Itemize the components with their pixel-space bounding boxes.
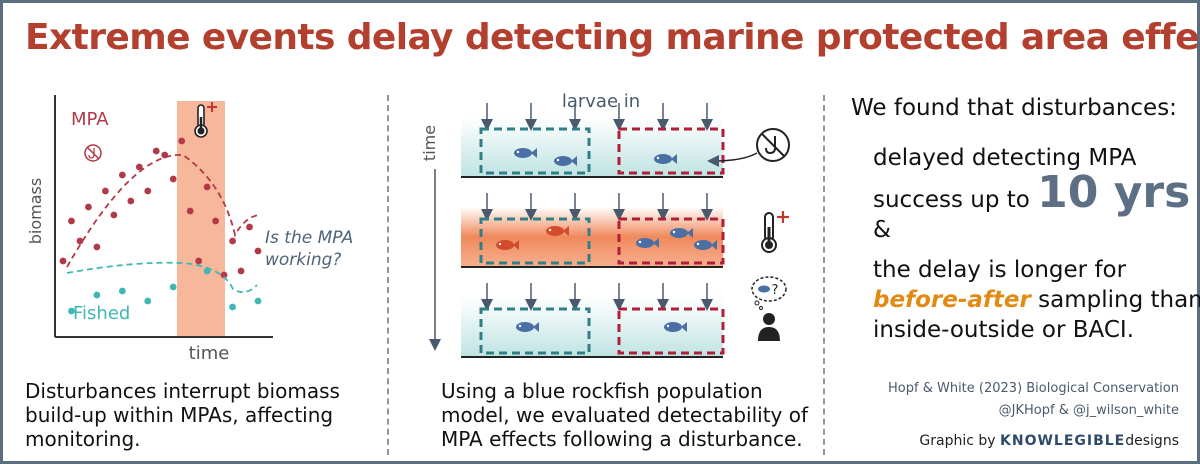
fish-icon — [670, 228, 693, 238]
fished-point — [254, 297, 262, 305]
fish-icon — [694, 240, 717, 250]
mpa-zone-box — [617, 127, 725, 175]
fished-point — [68, 307, 75, 315]
mpa-point — [186, 207, 194, 215]
mpa-point — [76, 237, 84, 245]
fished-point — [229, 303, 236, 311]
divider-2 — [823, 95, 825, 455]
caption-panel-2: Using a blue rockfish population model, … — [441, 379, 811, 451]
finding-2-line-1: the delay is longer for — [873, 257, 1127, 283]
svg-text:?: ? — [772, 283, 779, 298]
mpa-point — [237, 267, 245, 275]
mpa-point — [127, 197, 135, 205]
time-label: time — [420, 125, 439, 161]
finding-2-line-2: before-after sampling than — [873, 287, 1200, 313]
mpa-point — [110, 211, 118, 219]
no-fishing-icon — [84, 144, 102, 162]
mpa-point — [229, 237, 236, 245]
fish-icon — [654, 154, 677, 164]
thermometer-icon — [194, 102, 217, 138]
finding-2-line-3: inside-outside or BACI. — [873, 317, 1135, 343]
caption-1-line-2: build-up within MPAs, affecting — [25, 403, 334, 427]
pointer-arrow — [707, 152, 758, 167]
author-handles: @JKHopf & @j_wilson_white — [998, 403, 1179, 418]
divider-1 — [387, 95, 389, 455]
mpa-point — [68, 217, 75, 225]
mpa-zone-box — [617, 307, 725, 355]
main-title: Extreme events delay detecting marine pr… — [25, 17, 1200, 58]
caption-panel-1: Disturbances interrupt biomass build-up … — [25, 379, 355, 451]
findings-intro: We found that disturbances: — [851, 95, 1177, 121]
fish-icon — [496, 240, 519, 250]
mpa-point — [195, 257, 203, 265]
mpa-point — [135, 163, 143, 171]
fished-point — [144, 297, 152, 305]
caption-1-line-1: Disturbances interrupt biomass — [25, 379, 340, 403]
fished-point — [118, 287, 126, 295]
fished-point — [93, 291, 101, 299]
mpa-point — [203, 183, 211, 191]
finding-1-line-2: success up to 10 yrs — [873, 167, 1190, 218]
mpa-point — [59, 257, 67, 265]
brand-suffix: designs — [1125, 433, 1179, 449]
ten-years-highlight: 10 yrs — [1037, 167, 1191, 218]
mpa-point — [212, 217, 220, 225]
caption-1-line-3: monitoring. — [25, 427, 141, 451]
mpa-trend-line — [66, 154, 260, 268]
fished-point — [169, 283, 177, 291]
fished-label: Fished — [73, 303, 130, 324]
question-line-1: Is the MPA — [265, 228, 353, 248]
mpa-point — [220, 271, 228, 279]
citation: Hopf & White (2023) Biological Conservat… — [888, 381, 1179, 396]
fish-icon — [546, 226, 569, 236]
mpa-point — [144, 187, 152, 195]
rockfish-model-diagram: larvae in time ? — [420, 91, 790, 358]
mpa-point — [254, 247, 262, 255]
fish-icon — [554, 156, 577, 166]
y-axis-label: biomass — [26, 178, 45, 244]
no-fishing-icon — [756, 128, 790, 162]
mpa-point — [101, 187, 109, 195]
x-axis-label: time — [189, 343, 230, 364]
fish-icon — [664, 322, 687, 332]
larvae-in-label: larvae in — [562, 91, 640, 112]
fished-zone-box — [479, 127, 591, 175]
mpa-point — [169, 175, 177, 183]
mpa-point — [178, 137, 186, 145]
caption-2-line-2: model, we evaluated detectability of — [441, 403, 809, 427]
fish-icon — [514, 148, 537, 158]
thermometer-icon — [761, 211, 789, 253]
mpa-point — [85, 203, 92, 211]
finding-1-text: success up to — [873, 187, 1030, 213]
fished-trend-line — [66, 261, 258, 294]
biomass-chart: biomass time MPA Fished Is the MPA worki… — [26, 95, 353, 364]
fished-zone-box — [479, 307, 591, 355]
graphic-credit: Graphic by KNOWLEGIBLEdesigns — [919, 433, 1179, 449]
caption-2-line-3: MPA effects following a disturbance. — [441, 427, 803, 451]
fish-icon — [516, 322, 539, 332]
ocean-band — [461, 117, 723, 177]
graphic-by-text: Graphic by — [919, 433, 996, 449]
mpa-point — [118, 171, 126, 179]
question-line-2: working? — [265, 250, 341, 270]
mpa-point — [93, 243, 101, 251]
before-after-highlight: before-after — [873, 287, 1031, 313]
mpa-label: MPA — [71, 109, 109, 130]
caption-2-line-1: Using a blue rockfish population — [441, 379, 763, 403]
mpa-point — [246, 223, 253, 231]
mpa-point — [152, 147, 160, 155]
fish-icon — [636, 238, 659, 248]
fished-zone-box — [479, 217, 591, 265]
ampersand: & — [873, 217, 891, 243]
finding-2-rest: sampling than — [1030, 287, 1200, 313]
mpa-zone-box — [617, 217, 725, 265]
brand-name: KNOWLEGIBLE — [1000, 433, 1126, 449]
observer-icon: ? — [751, 276, 787, 341]
finding-1-line-1: delayed detecting MPA — [873, 145, 1137, 171]
